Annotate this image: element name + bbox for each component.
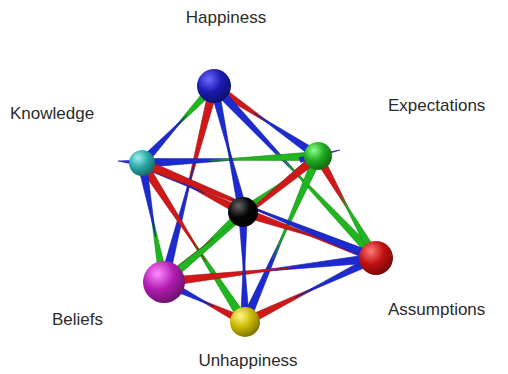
vertex-label: Unhappiness: [198, 351, 297, 371]
vertex-label: Knowledge: [10, 104, 94, 124]
sphere: [304, 142, 332, 170]
sphere: [143, 261, 185, 303]
sphere: [129, 150, 155, 176]
stick-cone: [223, 153, 321, 235]
vertex-label: Beliefs: [52, 310, 103, 330]
sticks: [118, 82, 380, 326]
sphere: [359, 241, 393, 275]
sphere: [228, 197, 258, 227]
spheres: [129, 69, 393, 337]
vertex-label: Expectations: [388, 96, 485, 116]
vertex-label: Assumptions: [388, 300, 485, 320]
vertex-label: Happiness: [186, 8, 266, 28]
sphere: [230, 307, 260, 337]
sphere: [197, 69, 231, 103]
stick-cone: [276, 151, 380, 261]
